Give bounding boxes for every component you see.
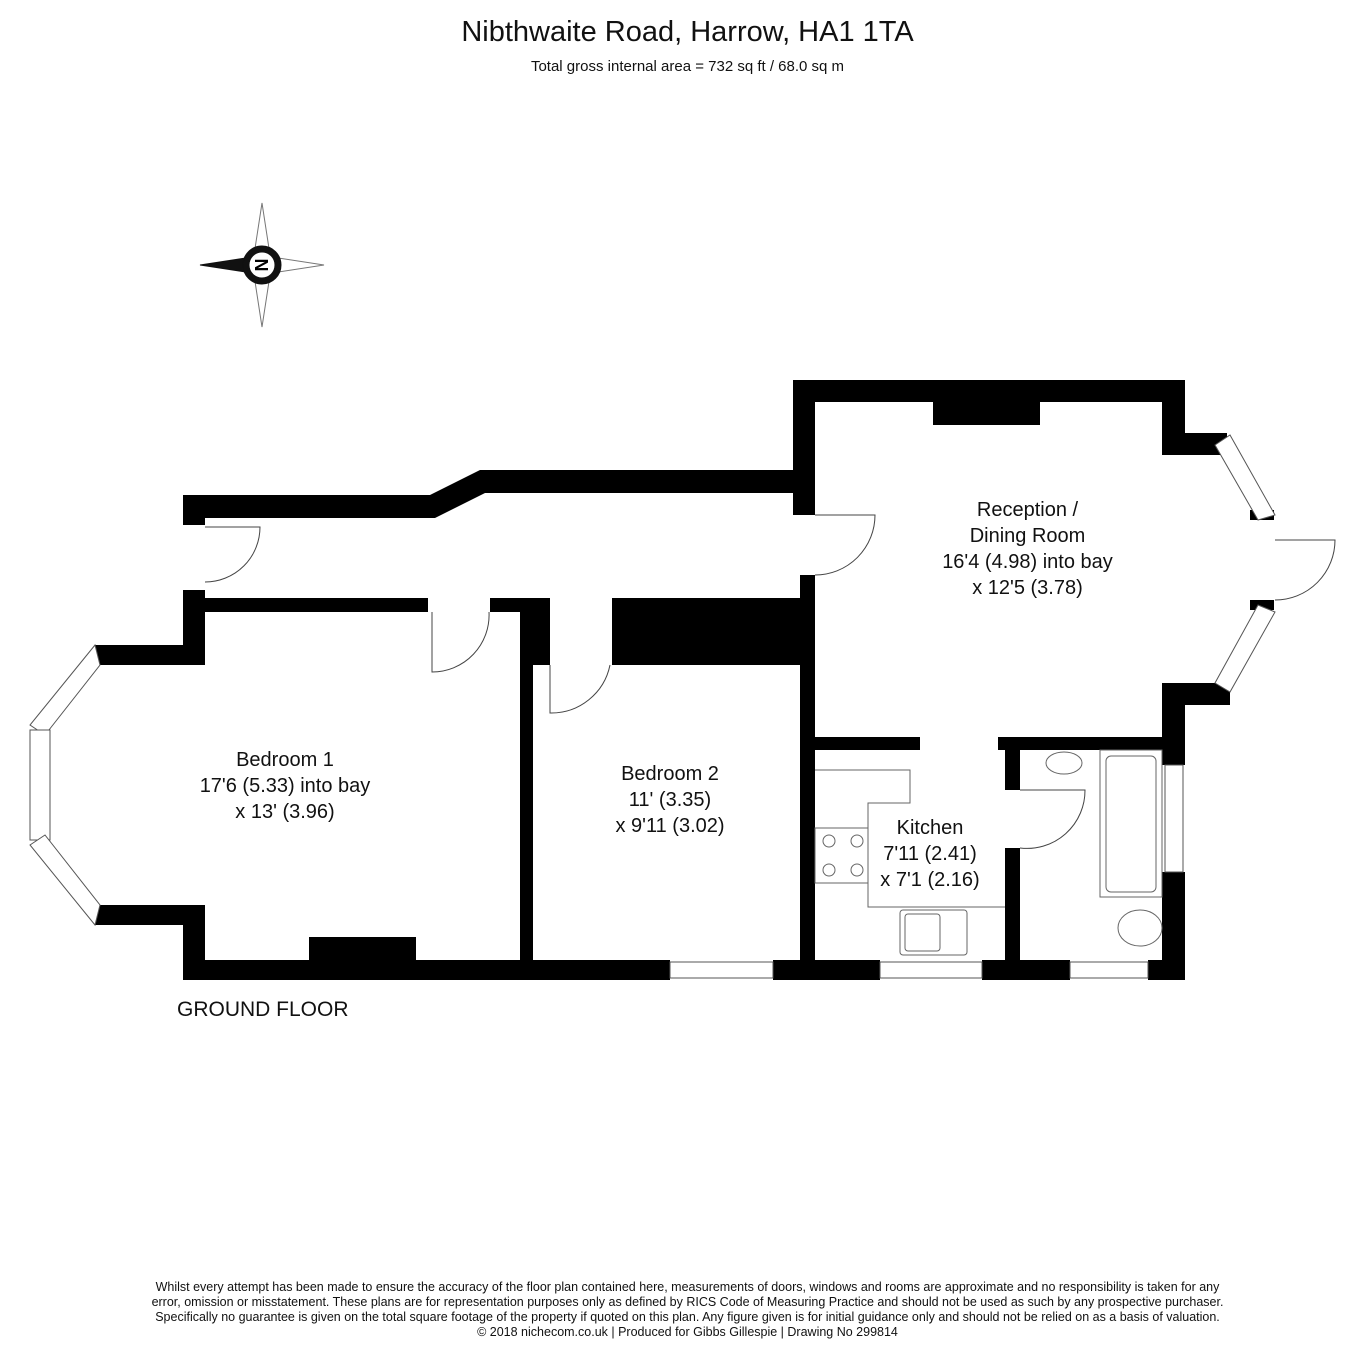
room-dimension: 7'11 (2.41) bbox=[883, 843, 977, 865]
disclaimer-line: Specifically no guarantee is given on th… bbox=[155, 1310, 1220, 1324]
room-dimension: x 7'1 (2.16) bbox=[880, 869, 980, 891]
doors bbox=[204, 514, 1336, 849]
room-dimension: x 12'5 (3.78) bbox=[972, 577, 1083, 599]
room-name-line2: Dining Room bbox=[969, 525, 1086, 547]
plan-title: Nibthwaite Road, Harrow, HA1 1TA bbox=[461, 16, 914, 48]
room-dimension: 16'4 (4.98) into bay bbox=[942, 551, 1113, 573]
disclaimer-line: Whilst every attempt has been made to en… bbox=[155, 1280, 1220, 1294]
room-name: Kitchen bbox=[896, 817, 964, 839]
gross-area: Total gross internal area = 732 sq ft / … bbox=[530, 58, 845, 75]
floor-label: GROUND FLOOR bbox=[177, 998, 349, 1021]
disclaimer: Whilst every attempt has been made to en… bbox=[60, 1280, 1315, 1340]
room-name: Reception / bbox=[976, 499, 1079, 521]
room-name: Bedroom 1 bbox=[236, 749, 334, 771]
room-kitchen: Kitchen 7'11 (2.41) x 7'1 (2.16) bbox=[860, 815, 1000, 893]
copyright-line: © 2018 nichecom.co.uk | Produced for Gib… bbox=[477, 1325, 898, 1339]
room-bedroom-2: Bedroom 2 11' (3.35) x 9'11 (3.02) bbox=[570, 761, 770, 839]
room-dimension: x 13' (3.96) bbox=[235, 801, 335, 823]
room-dimension: 11' (3.35) bbox=[628, 789, 712, 811]
room-dimension: 17'6 (5.33) into bay bbox=[199, 775, 371, 797]
compass-icon bbox=[199, 202, 325, 328]
room-reception: Reception / Dining Room 16'4 (4.98) into… bbox=[905, 497, 1150, 601]
room-bedroom-1: Bedroom 1 17'6 (5.33) into bay x 13' (3.… bbox=[150, 747, 420, 825]
walls bbox=[95, 380, 1274, 980]
compass-label: N bbox=[251, 259, 271, 272]
room-name: Bedroom 2 bbox=[621, 763, 719, 785]
disclaimer-line: error, omission or misstatement. These p… bbox=[151, 1295, 1224, 1309]
fixtures bbox=[814, 749, 1163, 956]
room-dimension: x 9'11 (3.02) bbox=[615, 815, 725, 837]
windows bbox=[29, 434, 1276, 979]
